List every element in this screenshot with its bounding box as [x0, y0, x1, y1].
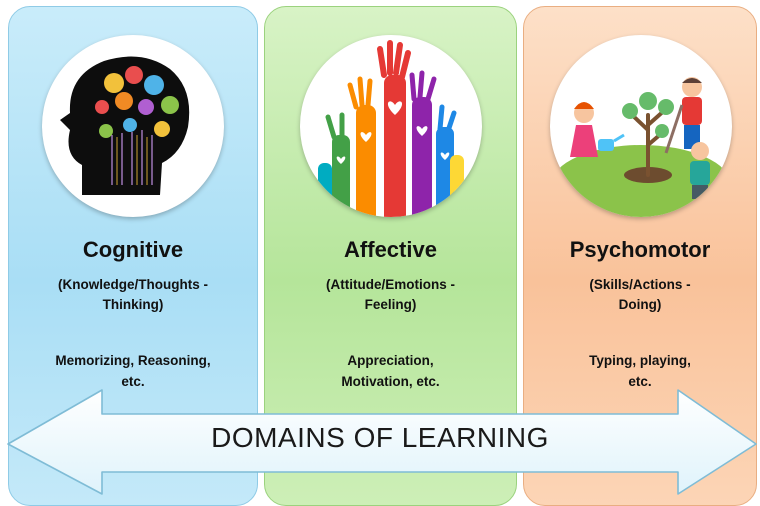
psychomotor-subtitle: (Skills/Actions - Doing)	[524, 275, 756, 315]
arrow-label: DOMAINS OF LEARNING	[211, 422, 549, 453]
affective-title: Affective	[344, 237, 437, 262]
affective-illustration	[300, 35, 482, 217]
cognitive-examples-line1: Memorizing, Reasoning,	[55, 353, 211, 368]
affective-examples-line2: Motivation, etc.	[341, 374, 440, 389]
psychomotor-examples: Typing, playing, etc.	[524, 350, 756, 392]
psychomotor-subtitle-line2: Doing)	[618, 297, 662, 312]
raised-hands-with-hearts-icon	[318, 40, 464, 217]
affective-subtitle-line2: Feeling)	[364, 297, 417, 312]
psychomotor-subtitle-line1: (Skills/Actions -	[589, 277, 691, 292]
head-with-icons-icon	[60, 56, 190, 195]
psychomotor-examples-line2: etc.	[628, 374, 652, 389]
cognitive-subtitle: (Knowledge/Thoughts - Thinking)	[9, 275, 257, 315]
children-planting-tree-icon	[551, 77, 731, 217]
affective-examples: Appreciation, Motivation, etc.	[265, 350, 516, 392]
cognitive-subtitle-line1: (Knowledge/Thoughts -	[58, 277, 208, 292]
affective-subtitle: (Attitude/Emotions - Feeling)	[265, 275, 516, 315]
cognitive-illustration	[42, 35, 224, 217]
cognitive-examples: Memorizing, Reasoning, etc.	[9, 350, 257, 392]
cognitive-subtitle-line2: Thinking)	[102, 297, 164, 312]
psychomotor-illustration	[550, 35, 732, 217]
affective-subtitle-line1: (Attitude/Emotions -	[326, 277, 455, 292]
psychomotor-title: Psychomotor	[569, 237, 711, 262]
affective-examples-line1: Appreciation,	[347, 353, 434, 368]
psychomotor-examples-line1: Typing, playing,	[589, 353, 691, 368]
double-arrow-icon	[7, 389, 757, 495]
cognitive-examples-line2: etc.	[121, 374, 145, 389]
cognitive-title: Cognitive	[82, 237, 184, 262]
